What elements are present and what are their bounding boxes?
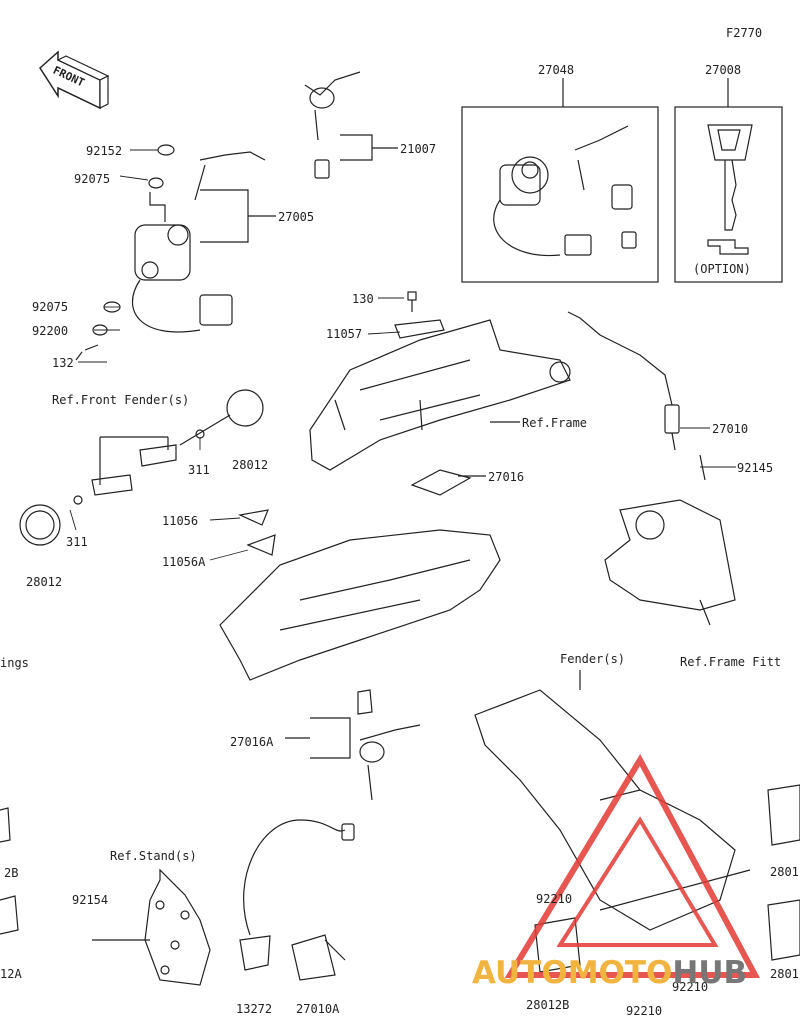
seat-lock-assembly-icon xyxy=(219,509,501,801)
label-2801-b: 2801 xyxy=(770,967,799,981)
box-27008 xyxy=(674,106,783,283)
edge-parts-icon xyxy=(0,807,19,935)
leader-lines xyxy=(69,149,736,561)
label-27016: 27016 xyxy=(488,470,525,484)
label-92210-a: 92210 xyxy=(536,892,573,906)
label-27016a: 27016A xyxy=(230,735,274,749)
label-130: 130 xyxy=(352,292,374,306)
label-28012-right: 28012 xyxy=(232,458,269,472)
label-27048: 27048 xyxy=(538,63,575,77)
label-92075-top: 92075 xyxy=(74,172,111,186)
front-arrow-icon xyxy=(39,50,110,110)
label-92152: 92152 xyxy=(86,144,123,158)
box-27048 xyxy=(461,106,659,283)
label-311-left: 311 xyxy=(66,535,88,549)
watermark: AUTOMOTOHUB xyxy=(472,955,747,991)
figure-code: F2770 xyxy=(726,26,763,40)
label-11056a: 11056A xyxy=(162,555,206,569)
key-27008-icon xyxy=(707,124,753,255)
key-set-27048-icon xyxy=(493,125,637,257)
label-311-right: 311 xyxy=(188,463,210,477)
watermark-logo-icon xyxy=(504,753,761,978)
label-28012b: 28012B xyxy=(526,998,570,1012)
label-27010: 27010 xyxy=(712,422,749,436)
label-12a: 12A xyxy=(0,967,22,981)
label-ref-stand: Ref.Stand(s) xyxy=(110,849,197,863)
label-92200: 92200 xyxy=(32,324,69,338)
cable-lock-27010-icon xyxy=(567,311,736,626)
fender-bolts-icon xyxy=(19,389,264,546)
bracket-11057-icon xyxy=(394,291,445,339)
label-92075-bottom: 92075 xyxy=(32,300,69,314)
label-ref-front-fender: Ref.Front Fender(s) xyxy=(52,393,190,407)
label-92154: 92154 xyxy=(72,893,109,907)
label-ref-rear-fender: Fender(s) xyxy=(560,652,626,666)
label-27005: 27005 xyxy=(278,210,315,224)
ignition-switch-27005-icon xyxy=(75,144,276,361)
rear-fender-icon xyxy=(474,670,800,973)
label-21007: 21007 xyxy=(400,142,437,156)
label-ref-frame-fitt: Ref.Frame Fitt xyxy=(680,655,782,669)
label-92145: 92145 xyxy=(737,461,774,475)
label-13272: 13272 xyxy=(236,1002,273,1016)
label-27010a: 27010A xyxy=(296,1002,340,1016)
label-2801-a: 2801 xyxy=(770,865,799,879)
label-28012-left: 28012 xyxy=(26,575,63,589)
label-11056: 11056 xyxy=(162,514,199,528)
watermark-part2: HUB xyxy=(672,955,748,991)
label-2b: 2B xyxy=(4,866,19,880)
label-ings: ings xyxy=(0,656,29,670)
watermark-part1: AUTOMOTO xyxy=(472,955,673,991)
label-92210-c: 92210 xyxy=(626,1004,663,1018)
label-92210-b: 92210 xyxy=(672,980,709,994)
label-ref-frame: Ref.Frame xyxy=(522,416,588,430)
label-132: 132 xyxy=(52,356,74,370)
stand-bracket-icon xyxy=(92,819,355,986)
frame-icon xyxy=(309,319,571,496)
key-21007-icon xyxy=(304,71,398,179)
label-27008: 27008 xyxy=(705,63,742,77)
label-option: (OPTION) xyxy=(693,262,751,276)
label-11057: 11057 xyxy=(326,327,363,341)
